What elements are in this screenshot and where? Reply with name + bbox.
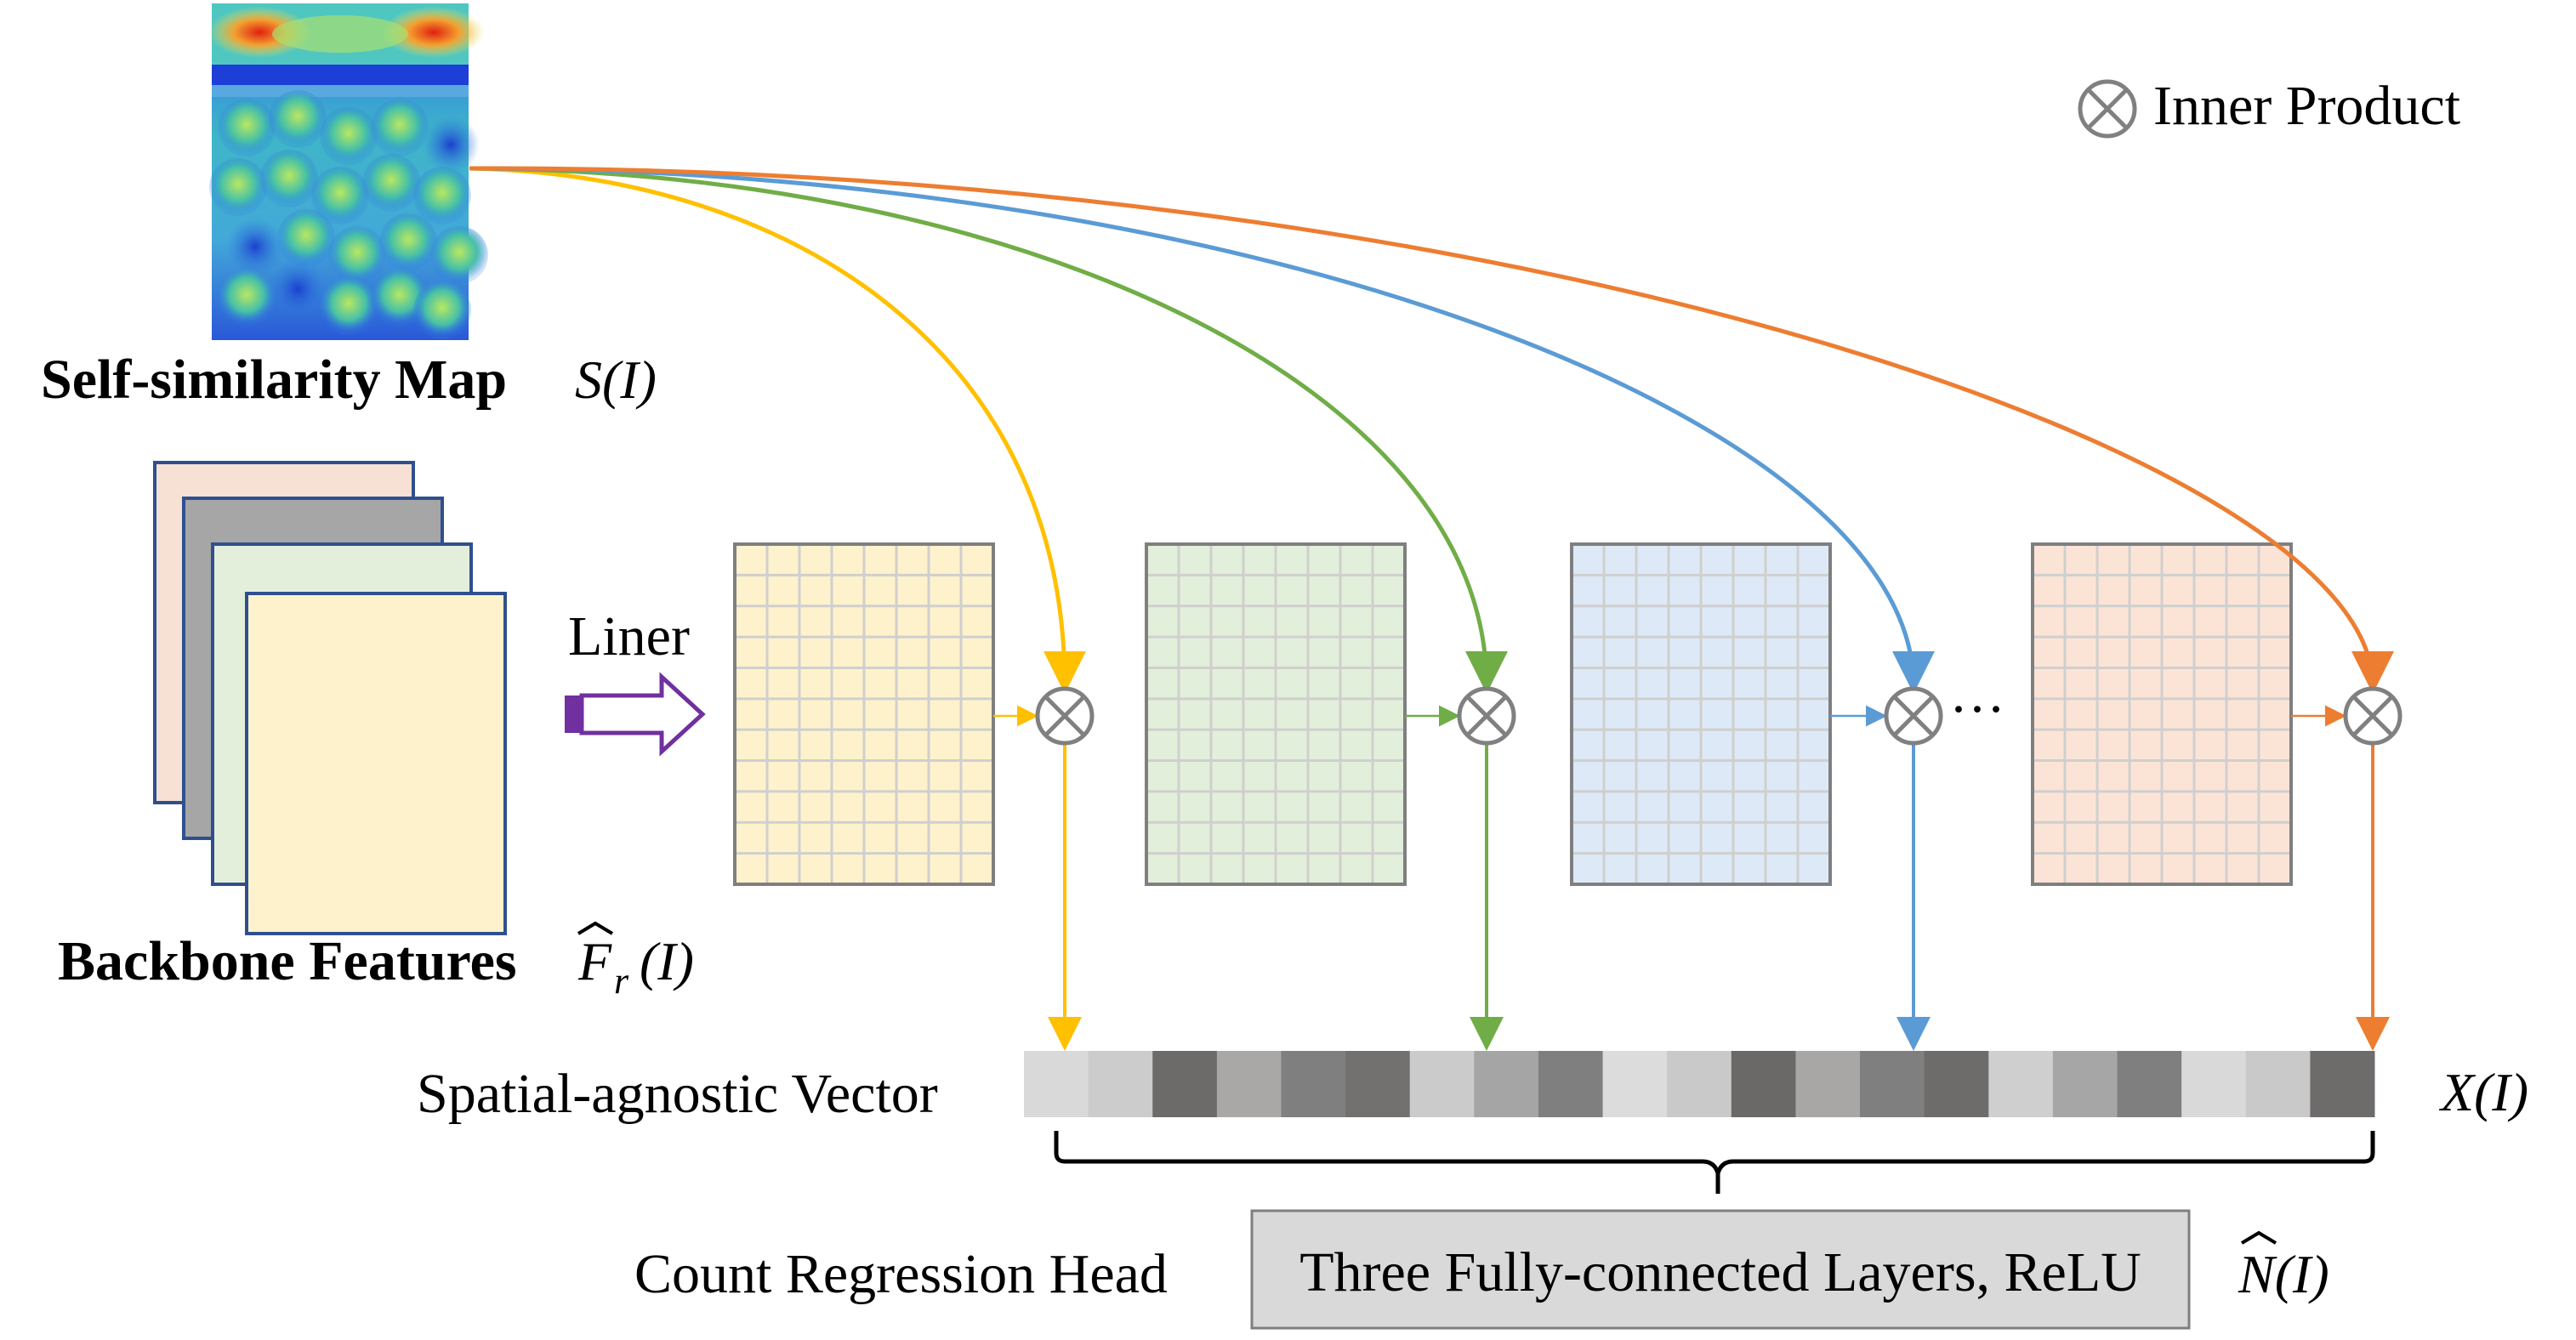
ellipsis: ···: [1949, 679, 2005, 741]
inner-product-node-2: [1457, 686, 1516, 746]
vector-cell-10: [1602, 1051, 1668, 1117]
vector-cell-6: [1345, 1051, 1411, 1117]
legend: Inner Product: [2078, 75, 2460, 139]
vector-cell-5: [1281, 1051, 1346, 1117]
projected-feature-grids: [733, 542, 2293, 886]
vector-cell-3: [1152, 1051, 1218, 1117]
svg-text:F: F: [577, 931, 612, 991]
head-label: Count Regression Head: [634, 1243, 1168, 1305]
head-math: N(I): [2238, 1230, 2329, 1304]
feature-grid-4: [2031, 542, 2293, 886]
vector-cell-15: [1924, 1051, 1989, 1117]
vector-cell-12: [1731, 1051, 1796, 1117]
backbone-layer-4: [245, 592, 507, 935]
feature-grid-1: [733, 542, 995, 886]
vector-cell-11: [1667, 1051, 1732, 1117]
vector-cell-18: [2117, 1051, 2182, 1117]
vector-label: Spatial-agnostic Vector: [417, 1063, 938, 1125]
vector-cell-21: [2310, 1051, 2375, 1117]
vector-cell-19: [2181, 1051, 2247, 1117]
svg-text:(I): (I): [640, 931, 694, 991]
vector-cell-1: [1024, 1051, 1089, 1117]
vector-cell-9: [1538, 1051, 1604, 1117]
vector-brace: [1054, 1131, 2375, 1194]
inner-product-nodes: [1035, 686, 2403, 746]
self-similarity-heatmap: [208, 3, 488, 340]
vector-cell-17: [2052, 1051, 2118, 1117]
linear-projection-arrow: [565, 672, 706, 757]
fc-layers-box: [1250, 1209, 2191, 1330]
backbone-caption: Backbone Features: [58, 930, 517, 992]
vector-math: X(I): [2438, 1062, 2528, 1122]
inner-product-node-3: [1884, 686, 1943, 746]
vector-cell-14: [1860, 1051, 1925, 1117]
feature-grid-3: [1570, 542, 1832, 886]
similarity-curve-3: [469, 166, 1935, 694]
legend-label: Inner Product: [2153, 75, 2460, 137]
vector-cell-2: [1088, 1051, 1153, 1117]
self-similarity-caption: Self-similarity Map: [41, 349, 507, 411]
spatial-agnostic-vector: [1024, 1051, 2375, 1117]
connection-arrows: [469, 166, 2394, 1051]
vector-cell-13: [1795, 1051, 1861, 1117]
vector-cell-20: [2245, 1051, 2311, 1117]
feature-grid-2: [1145, 542, 1407, 886]
similarity-curve-4: [469, 166, 2394, 694]
vector-cell-4: [1216, 1051, 1282, 1117]
inner-product-legend-icon: [2078, 79, 2137, 139]
vector-cell-7: [1409, 1051, 1475, 1117]
inner-product-node-4: [2343, 686, 2403, 746]
inner-product-node-1: [1035, 686, 1095, 746]
vector-cell-8: [1474, 1051, 1539, 1117]
similarity-curve-2: [469, 166, 1508, 694]
self-similarity-math: S(I): [575, 349, 657, 410]
similarity-curve-1: [469, 166, 1086, 694]
vector-cell-16: [1988, 1051, 2054, 1117]
linear-label: Liner: [568, 605, 690, 667]
backbone-math: F r (I): [577, 921, 694, 1002]
svg-text:r: r: [614, 960, 629, 1002]
fc-layers-text: Three Fully-connected Layers, ReLU: [1299, 1241, 2141, 1303]
backbone-feature-stack: [153, 461, 507, 935]
svg-text:N(I): N(I): [2238, 1244, 2329, 1304]
